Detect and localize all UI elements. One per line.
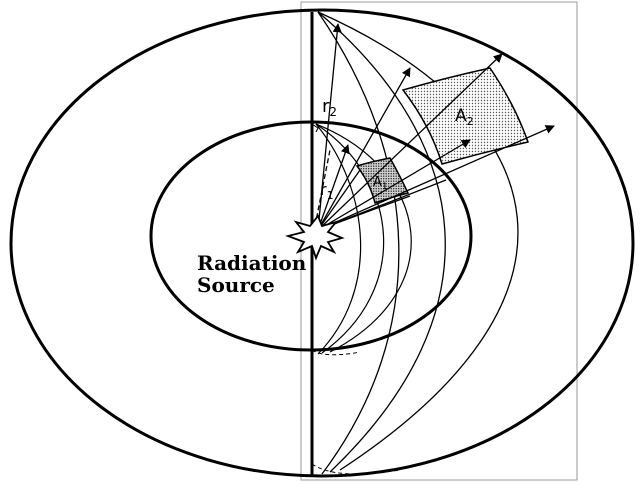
radiation-source-label-line1: Radiation [197,251,307,275]
inner-top-marks [311,123,319,133]
a1-label: A1 [373,175,388,192]
outer-meridians [317,11,519,475]
ray-3 [317,139,471,231]
dashed-arcs [311,349,401,475]
ray-2 [317,53,503,231]
radiation-source-label-line2: Source [197,273,275,297]
r2-label: r2 [322,96,337,119]
ray-4 [317,125,555,231]
radiation-source-star [284,214,345,261]
ray-r1 [317,144,350,231]
r1-dashed-radius [314,149,331,227]
area-a1-patch [355,157,410,204]
ray-7 [317,169,361,231]
ray-1 [317,67,411,231]
outer-sphere [9,8,635,478]
area-a2-patch [401,67,529,165]
r1-label: r1 [320,180,334,202]
ray-r2 [317,23,342,231]
a2-label: A2 [455,106,474,128]
